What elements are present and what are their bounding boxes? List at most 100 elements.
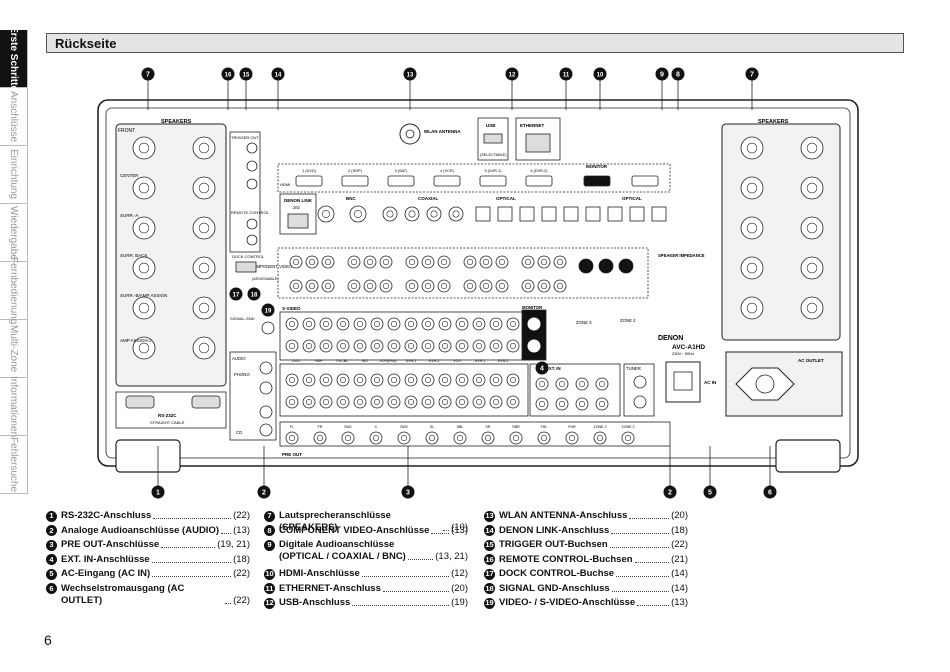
optical-jack[interactable] [607,206,623,222]
pre-out-jack[interactable] [509,431,523,445]
audio-r-jack[interactable] [455,395,469,409]
hdmi-input-port[interactable] [341,175,369,187]
ext-in-jack[interactable] [595,397,609,411]
component-video-jack[interactable] [495,279,509,293]
video-jack[interactable] [319,339,333,353]
phono-r-jack[interactable] [259,381,273,395]
speaker-terminal[interactable] [132,256,156,280]
trigger-out-jack-3[interactable] [246,178,258,190]
speaker-terminal[interactable] [800,296,824,320]
audio-l-jack[interactable] [421,373,435,387]
cd-r-jack[interactable] [259,423,273,437]
rs232c-port-2[interactable] [191,395,221,409]
video-jack[interactable] [387,339,401,353]
video-jack[interactable] [302,339,316,353]
pre-out-jack[interactable] [313,431,327,445]
audio-l-jack[interactable] [336,373,350,387]
speaker-terminal[interactable] [192,256,216,280]
component-video-jack[interactable] [421,255,435,269]
video-jack[interactable] [455,339,469,353]
component-video-jack[interactable] [421,279,435,293]
s-video-jack[interactable] [319,317,333,331]
component-video-jack[interactable] [305,255,319,269]
speaker-terminal[interactable] [132,296,156,320]
speaker-terminal[interactable] [800,136,824,160]
audio-l-jack[interactable] [472,373,486,387]
audio-r-jack[interactable] [353,395,367,409]
optical-jack[interactable] [475,206,491,222]
pre-out-jack[interactable] [453,431,467,445]
remote-in-jack[interactable] [246,218,258,230]
optical-jack[interactable] [497,206,513,222]
video-jack[interactable] [421,339,435,353]
denon-link-port[interactable] [287,213,309,229]
video-jack[interactable] [438,339,452,353]
trigger-out-jack-2[interactable] [246,160,258,172]
audio-l-jack[interactable] [455,373,469,387]
audio-l-jack[interactable] [387,373,401,387]
tab-multi-zone[interactable]: Multi-Zone [0,320,28,378]
s-video-jack[interactable] [455,317,469,331]
audio-r-jack[interactable] [404,395,418,409]
s-video-jack[interactable] [302,317,316,331]
s-video-jack[interactable] [472,317,486,331]
tab-anschluesse[interactable]: Anschlüsse [0,88,28,146]
speaker-terminal[interactable] [132,136,156,160]
component-video-jack[interactable] [347,255,361,269]
s-video-jack[interactable] [506,317,520,331]
hdmi-input-port[interactable] [479,175,507,187]
s-video-jack[interactable] [387,317,401,331]
component-video-jack[interactable] [495,255,509,269]
signal-gnd-terminal[interactable] [261,321,275,335]
speaker-terminal[interactable] [740,296,764,320]
tab-wiedergabe[interactable]: Wiedergabe [0,204,28,262]
speaker-terminal[interactable] [192,216,216,240]
component-video-jack[interactable] [363,279,377,293]
hdmi-monitor-out-2[interactable] [631,175,659,187]
cd-l-jack[interactable] [259,405,273,419]
ext-in-jack[interactable] [555,377,569,391]
hdmi-input-port[interactable] [387,175,415,187]
audio-l-jack[interactable] [404,373,418,387]
component-monitor-jack[interactable] [598,258,614,274]
ext-in-jack[interactable] [535,397,549,411]
video-jack[interactable] [285,339,299,353]
coaxial-jack[interactable] [426,206,442,222]
component-video-jack[interactable] [289,279,303,293]
optical-jack[interactable] [585,206,601,222]
component-monitor-jack[interactable] [578,258,594,274]
ext-in-jack[interactable] [575,397,589,411]
s-video-jack[interactable] [353,317,367,331]
component-video-jack[interactable] [479,255,493,269]
speaker-terminal[interactable] [192,336,216,360]
component-video-jack[interactable] [553,279,567,293]
optical-jack[interactable] [563,206,579,222]
audio-l-jack[interactable] [319,373,333,387]
component-video-jack[interactable] [321,279,335,293]
s-video-jack[interactable] [438,317,452,331]
component-video-jack[interactable] [521,279,535,293]
coaxial-jack[interactable] [382,206,398,222]
remote-out-jack[interactable] [246,234,258,246]
speaker-terminal[interactable] [800,256,824,280]
component-monitor-jack[interactable] [618,258,634,274]
audio-l-jack[interactable] [438,373,452,387]
pre-out-jack[interactable] [341,431,355,445]
component-video-jack[interactable] [347,279,361,293]
pre-out-jack[interactable] [593,431,607,445]
video-jack[interactable] [404,339,418,353]
ethernet-port[interactable] [525,133,551,153]
component-video-jack[interactable] [553,255,567,269]
pre-out-jack[interactable] [537,431,551,445]
tab-informationen[interactable]: Informationen [0,376,28,437]
pre-out-jack[interactable] [369,431,383,445]
pre-out-jack[interactable] [565,431,579,445]
audio-r-jack[interactable] [506,395,520,409]
tab-erste-schritte[interactable]: Erste Schritte [0,26,28,91]
tab-fernbedienung[interactable]: Fernbedienung [0,257,28,324]
component-video-jack[interactable] [405,255,419,269]
video-jack[interactable] [370,339,384,353]
ext-in-jack[interactable] [535,377,549,391]
optical-jack[interactable] [629,206,645,222]
audio-l-jack[interactable] [302,373,316,387]
